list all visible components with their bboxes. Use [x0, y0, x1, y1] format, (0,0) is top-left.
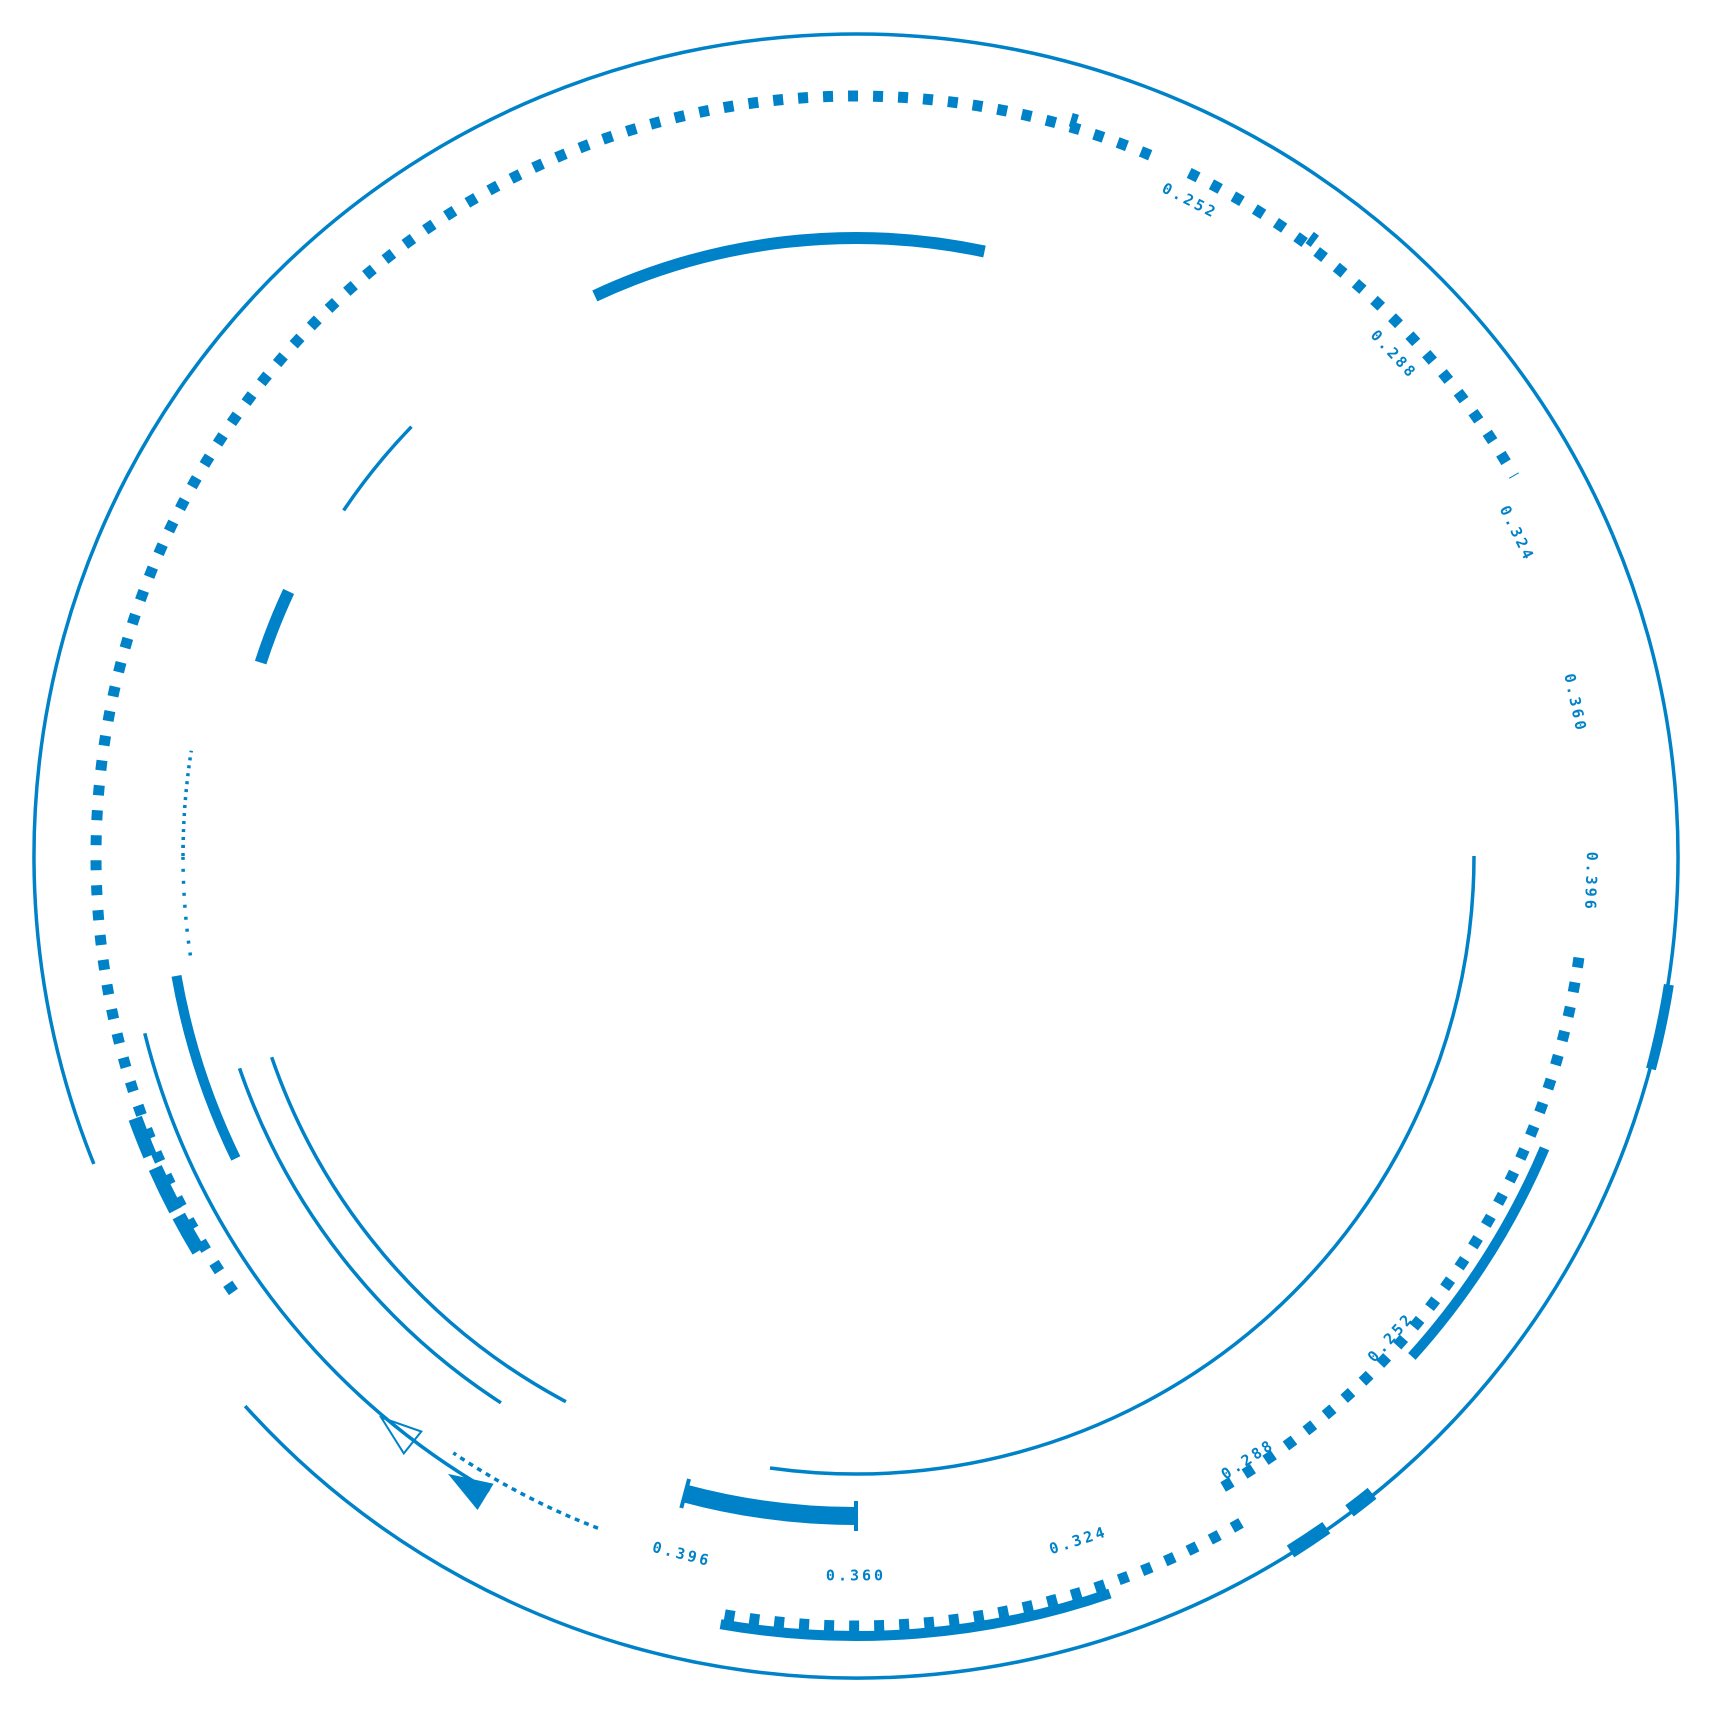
tick-label-upper-2: 0.324 [1496, 503, 1539, 565]
inner-ring-right-arc [769, 855, 1476, 1476]
highlight-segment-lower-right-a [1286, 1521, 1331, 1558]
bar-end-tick-1 [679, 1478, 691, 1509]
dash-ring-lower-right [1218, 956, 1585, 1493]
tick-label-lower-0: 0.252 [1364, 1309, 1418, 1366]
outer-ring-arc [243, 534, 1680, 1680]
tick-label-lower-2: 0.324 [1047, 1522, 1110, 1558]
dash-ring-left [90, 90, 1156, 1296]
highlight-segment-left-c [128, 1115, 157, 1159]
tick-label-lower-4: 0.396 [651, 1538, 714, 1570]
triangle-outline-icon [378, 1415, 423, 1456]
inner-left-dashed-arc [181, 750, 194, 857]
inner-ring-left-arc [270, 1056, 567, 1404]
highlight-segment-1 [1305, 231, 1319, 247]
triangle-filled-icon [448, 1473, 494, 1511]
thick-arc-bottom [719, 1588, 1112, 1641]
dash-ring-bottom [721, 1518, 1244, 1632]
tick-label-upper-3: 0.360 [1560, 672, 1590, 735]
highlight-segment-left-a [172, 1212, 205, 1255]
dotted-tail-arc [452, 1451, 599, 1530]
highlight-segment-lower-right-b [1345, 1487, 1377, 1517]
outer-ring-upper-arc [32, 32, 1615, 1165]
third-ring-arc [237, 1067, 502, 1405]
thick-arc-inner-bottom [682, 1484, 857, 1525]
dash-ring-top [1186, 167, 1519, 479]
thick-dash-right [1646, 983, 1674, 1071]
thick-arc-left-inner [171, 974, 241, 1161]
inner-left-dotted-arc [181, 844, 193, 956]
tick-label-upper-4: 0.396 [1581, 851, 1601, 912]
thick-arc-upper-left [592, 232, 986, 302]
thick-arc-left [254, 588, 295, 665]
inner-ring-upper-arc [342, 425, 413, 512]
thick-arc-right [1408, 1146, 1550, 1360]
tick-label-lower-3: 0.360 [826, 1567, 886, 1585]
highlight-segment-0 [1068, 112, 1079, 129]
highlight-segment-left-b [148, 1165, 182, 1214]
second-ring-arc [143, 1032, 491, 1493]
